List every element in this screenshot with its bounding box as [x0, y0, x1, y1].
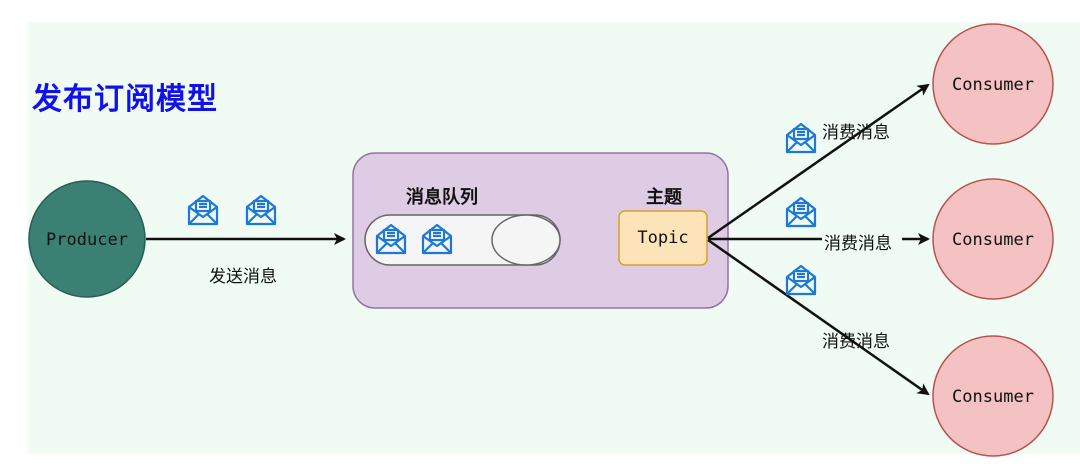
- consumer-label-1: Consumer: [952, 75, 1034, 95]
- envelope-icon: [187, 194, 219, 226]
- consume-arrow-3: [707, 238, 930, 396]
- consumer-node-1: [932, 23, 1054, 145]
- producer-label: Producer: [46, 230, 128, 250]
- envelope-icon: [785, 122, 817, 154]
- topic-section-title: 主题: [646, 187, 682, 208]
- consumer-node-2: [932, 178, 1054, 300]
- envelope-icon: [785, 196, 817, 228]
- consume-arrow-1: [707, 83, 930, 240]
- topic-label: Topic: [637, 228, 688, 248]
- send-message-label: 发送消息: [209, 267, 277, 287]
- consume-label-2: 消费消息: [824, 234, 892, 254]
- producer-node: [28, 180, 146, 298]
- consumer-label-2: Consumer: [952, 230, 1034, 250]
- topic-box: [618, 210, 708, 266]
- consume-label-1: 消费消息: [822, 123, 890, 143]
- envelope-icon: [375, 223, 407, 255]
- queue-pipe-end: [491, 214, 561, 266]
- envelope-icon: [785, 264, 817, 296]
- edge-label-bg-2: [822, 226, 902, 250]
- consumer-node-3: [932, 335, 1054, 457]
- queue-title: 消息队列: [406, 187, 478, 208]
- consume-label-3: 消费消息: [822, 332, 890, 352]
- envelope-icon: [245, 194, 277, 226]
- diagram-title: 发布订阅模型: [32, 82, 218, 117]
- envelope-icon: [421, 223, 453, 255]
- consumer-label-3: Consumer: [952, 387, 1034, 407]
